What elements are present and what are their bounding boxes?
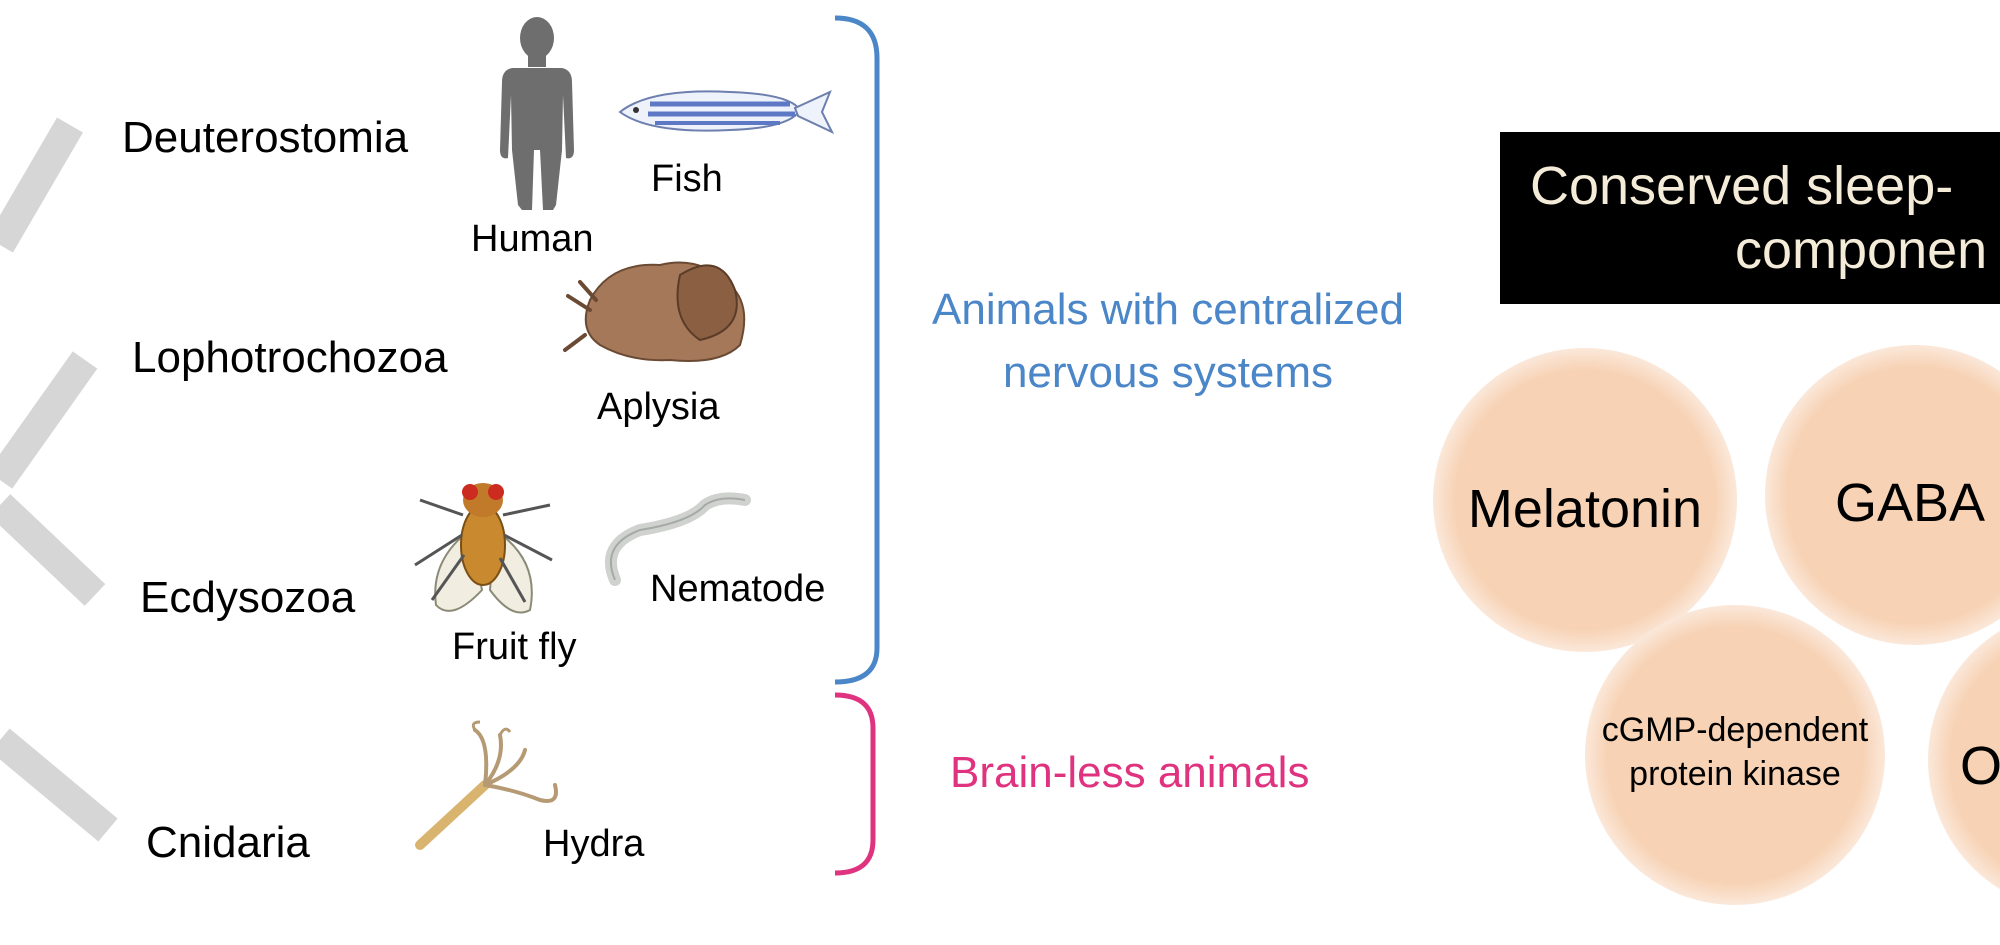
cgmp-circle [1585,605,1885,905]
banner-line2: componen [1735,220,1988,280]
fruit-fly-icon [414,483,553,614]
melatonin-circle [1433,348,1737,652]
banner-line1: Conserved sleep- [1530,156,1954,216]
brainless-bracket [834,692,876,876]
clade-label-lophotrochozoa: Lophotrochozoa [132,333,448,382]
cgmp-label: cGMP-dependent protein kinase [1572,708,1898,796]
organism-label-fish: Fish [651,158,723,200]
aplysia-icon [563,261,746,362]
gaba-circle [1765,345,2000,645]
tree-branch-deuterostomia [0,117,83,253]
tree-branch-cnidaria [0,728,118,842]
organism-label-aplysia: Aplysia [597,386,720,428]
organism-label-nematode: Nematode [650,568,826,610]
tree-branch-ecdysozoa [0,494,106,606]
centralized-label-line1: Animals with centralized [932,285,1404,334]
organism-label-fruit-fly: Fruit fly [452,626,577,668]
gaba-label: GABA [1835,473,1986,533]
clade-label-cnidaria: Cnidaria [146,818,310,867]
human-icon [500,17,574,210]
partial-component-circle [1928,630,2000,890]
organism-label-human: Human [471,218,594,260]
hydra-icon [415,720,558,850]
fish-icon [618,90,835,135]
clade-label-ecdysozoa: Ecdysozoa [140,573,356,622]
tree-branch-lophotrochozoa [0,351,98,489]
nematode-icon [605,492,751,586]
centralized-label-line2: nervous systems [1002,348,1334,397]
cgmp-label-line2: protein kinase [1629,755,1841,793]
brainless-group-label: Brain-less animals [950,748,1310,797]
clade-label-deuterostomia: Deuterostomia [122,113,409,162]
cgmp-label-line1: cGMP-dependent [1601,711,1869,749]
conserved-components-banner: Conserved sleep- componen [1500,132,2000,304]
melatonin-label: Melatonin [1467,479,1703,539]
partial-component-label: O [1960,736,2000,796]
centralized-group-label: Animals with centralized nervous systems [878,278,1458,404]
organism-label-hydra: Hydra [543,823,645,865]
centralized-bracket [834,15,880,685]
